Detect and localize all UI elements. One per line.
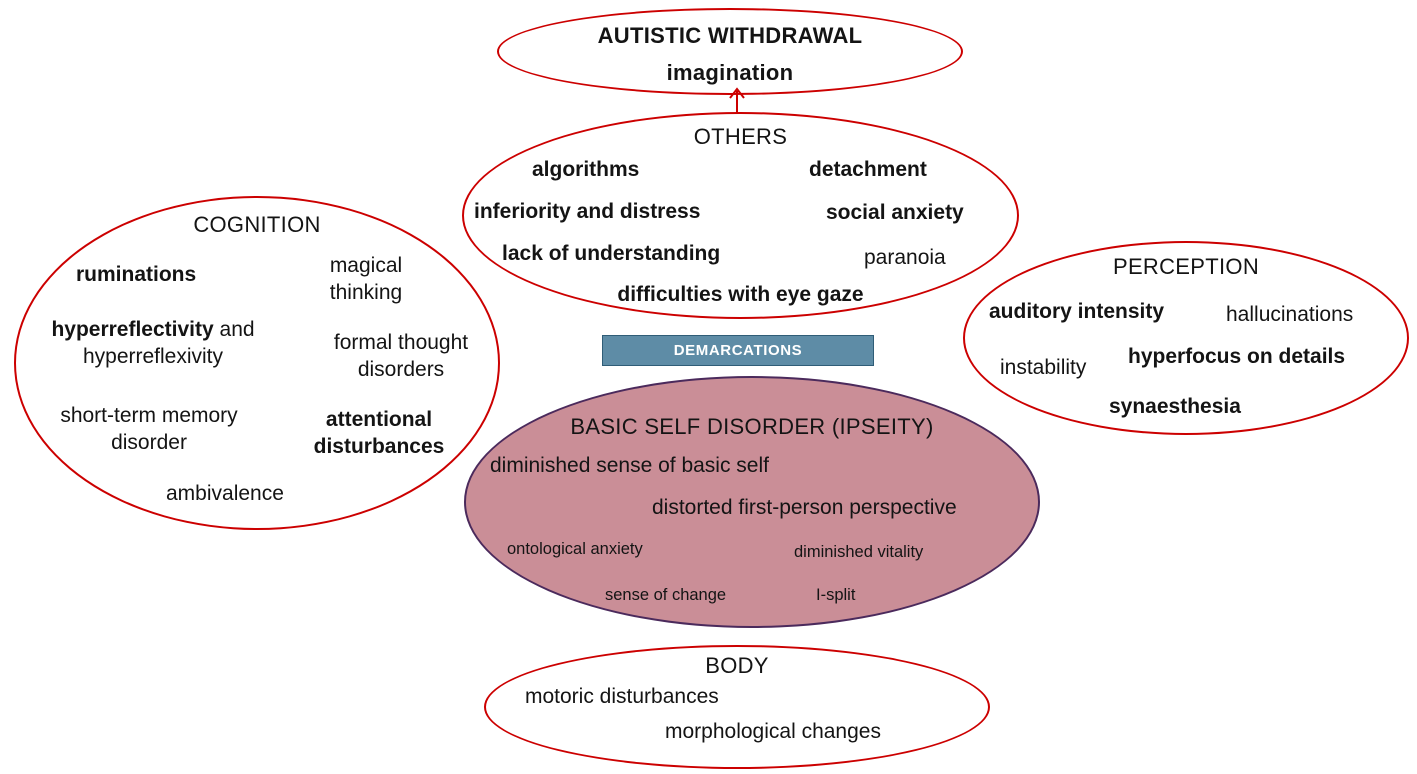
others-item-social-anxiety: social anxiety: [826, 201, 964, 224]
cognition-item-attentional-disturbances: attentional disturbances: [313, 408, 445, 458]
cognition-item-hyperreflectivity: hyperreflectivity and hyperreflexivity: [20, 317, 286, 371]
cognition-item-ambivalence: ambivalence: [166, 482, 284, 505]
cognition-item-hyperreflectivity-bold: hyperreflectivity: [51, 318, 214, 341]
others-ellipse: OTHERS algorithms detachment inferiority…: [462, 112, 1019, 319]
cognition-item-formal-thought-disorders: formal thought disorders: [333, 331, 469, 381]
basic-self-item-i-split: I-split: [816, 586, 856, 604]
cognition-item-short-term-memory-disorder: short-term memory disorder: [60, 404, 238, 454]
body-item-motoric-disturbances: motoric disturbances: [525, 685, 719, 708]
cognition-item-ruminations: ruminations: [76, 263, 197, 286]
perception-title: PERCEPTION: [1112, 254, 1260, 279]
cognition-ellipse: COGNITION ruminations magical thinking h…: [14, 196, 500, 530]
others-item-difficulties-eye-gaze: difficulties with eye gaze: [617, 283, 864, 306]
perception-item-auditory-intensity: auditory intensity: [989, 300, 1165, 323]
others-item-algorithms: algorithms: [532, 158, 640, 181]
others-item-paranoia: paranoia: [864, 246, 946, 269]
basic-self-item-diminished-vitality: diminished vitality: [794, 543, 924, 561]
autistic-withdrawal-ellipse: AUTISTIC WITHDRAWAL imagination: [497, 8, 963, 95]
others-item-inferiority-and-distress: inferiority and distress: [474, 200, 701, 223]
autistic-withdrawal-title: AUTISTIC WITHDRAWAL: [597, 23, 863, 48]
perception-ellipse: PERCEPTION auditory intensity hallucinat…: [963, 241, 1409, 435]
demarcations-label-box: DEMARCATIONS: [602, 335, 874, 366]
basic-self-item-diminished-sense: diminished sense of basic self: [490, 454, 769, 477]
basic-self-item-sense-of-change: sense of change: [605, 586, 727, 604]
perception-item-hallucinations: hallucinations: [1226, 303, 1354, 326]
body-item-morphological-changes: morphological changes: [665, 720, 881, 743]
basic-self-item-ontological-anxiety: ontological anxiety: [507, 540, 643, 558]
basic-self-disorder-title: BASIC SELF DISORDER (IPSEITY): [570, 414, 934, 439]
body-title: BODY: [705, 653, 769, 678]
perception-item-instability: instability: [1000, 356, 1087, 379]
perception-item-synaesthesia: synaesthesia: [1109, 395, 1241, 418]
others-title: OTHERS: [693, 124, 788, 149]
autistic-withdrawal-imagination-label: imagination: [666, 60, 794, 85]
cognition-item-magical-thinking: magical thinking: [329, 254, 403, 304]
perception-item-hyperfocus-on-details: hyperfocus on details: [1128, 345, 1346, 368]
others-item-lack-of-understanding: lack of understanding: [502, 242, 721, 265]
body-ellipse: BODY motoric disturbances morphological …: [484, 645, 990, 769]
cognition-item-hyperreflectivity-rest: and hyperreflexivity: [82, 318, 255, 368]
basic-self-disorder-ellipse: BASIC SELF DISORDER (IPSEITY) diminished…: [464, 376, 1040, 628]
demarcations-label: DEMARCATIONS: [673, 342, 803, 359]
basic-self-item-distorted-perspective: distorted first-person perspective: [652, 496, 957, 519]
others-item-detachment: detachment: [809, 158, 927, 181]
cognition-title: COGNITION: [193, 212, 321, 237]
